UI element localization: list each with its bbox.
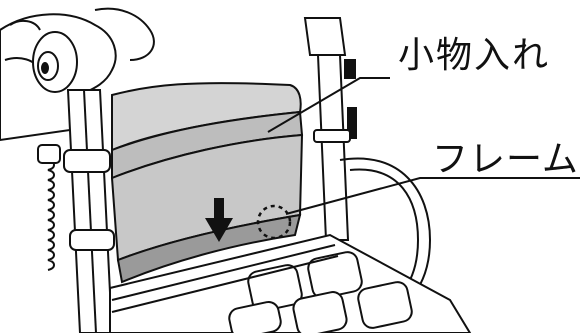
left-handle-knob — [32, 31, 78, 93]
leader-lines — [267, 77, 580, 215]
right-handle-grip — [303, 17, 357, 139]
frame-label: フレーム — [432, 139, 579, 180]
accessory-box-label: 小物入れ — [398, 35, 551, 76]
spring-coil — [37, 144, 61, 271]
left-frame-post — [63, 89, 115, 333]
seat-frame — [109, 233, 472, 333]
down-arrow-icon — [205, 198, 233, 242]
accessory-box — [110, 82, 304, 284]
right-frame-post — [313, 54, 351, 241]
frame-highlight-circle — [256, 204, 292, 240]
